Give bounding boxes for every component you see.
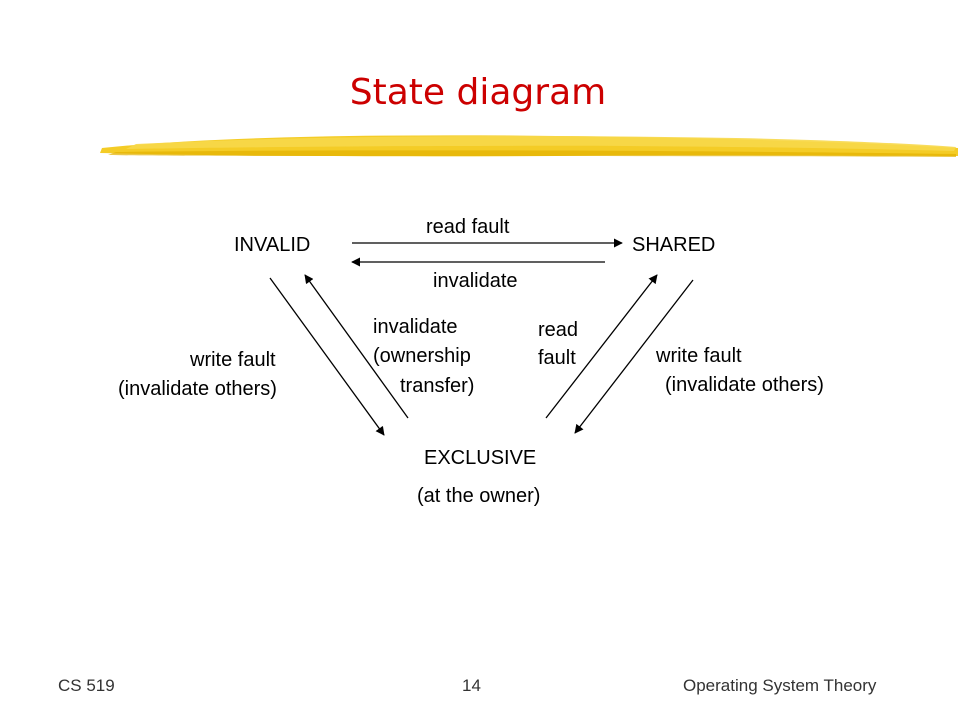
state-invalid: INVALID <box>234 234 311 256</box>
state-shared: SHARED <box>632 234 716 256</box>
label-invalidate-ownership-3: transfer) <box>400 375 475 397</box>
label-invalidate-others-right: (invalidate others) <box>665 374 824 396</box>
label-write-fault-left: write fault <box>190 349 276 371</box>
label-invalidate-others-left: (invalidate others) <box>118 378 277 400</box>
highlighter-stroke <box>100 135 958 157</box>
state-exclusive: EXCLUSIVE <box>424 447 537 469</box>
arrow-exclusive-to-invalid <box>304 274 409 419</box>
footer-page-number: 14 <box>462 676 481 695</box>
footer-course: CS 519 <box>58 676 115 695</box>
label-invalidate-top: invalidate <box>433 270 518 292</box>
footer-course-title: Operating System Theory <box>683 676 877 695</box>
state-exclusive-note: (at the owner) <box>417 485 541 507</box>
arrow-exclusive-to-shared <box>545 274 658 419</box>
label-read-fault-mid-1: read <box>538 319 579 341</box>
arrow-invalid-to-exclusive <box>269 277 385 436</box>
slide-title: State diagram <box>349 72 607 113</box>
label-invalidate-ownership-2: (ownership <box>373 345 471 367</box>
label-read-fault-top: read fault <box>426 216 510 238</box>
label-invalidate-ownership-1: invalidate <box>373 316 458 338</box>
label-write-fault-right: write fault <box>656 345 742 367</box>
arrow-shared-to-exclusive <box>574 279 694 434</box>
label-read-fault-mid-2: fault <box>538 347 576 369</box>
